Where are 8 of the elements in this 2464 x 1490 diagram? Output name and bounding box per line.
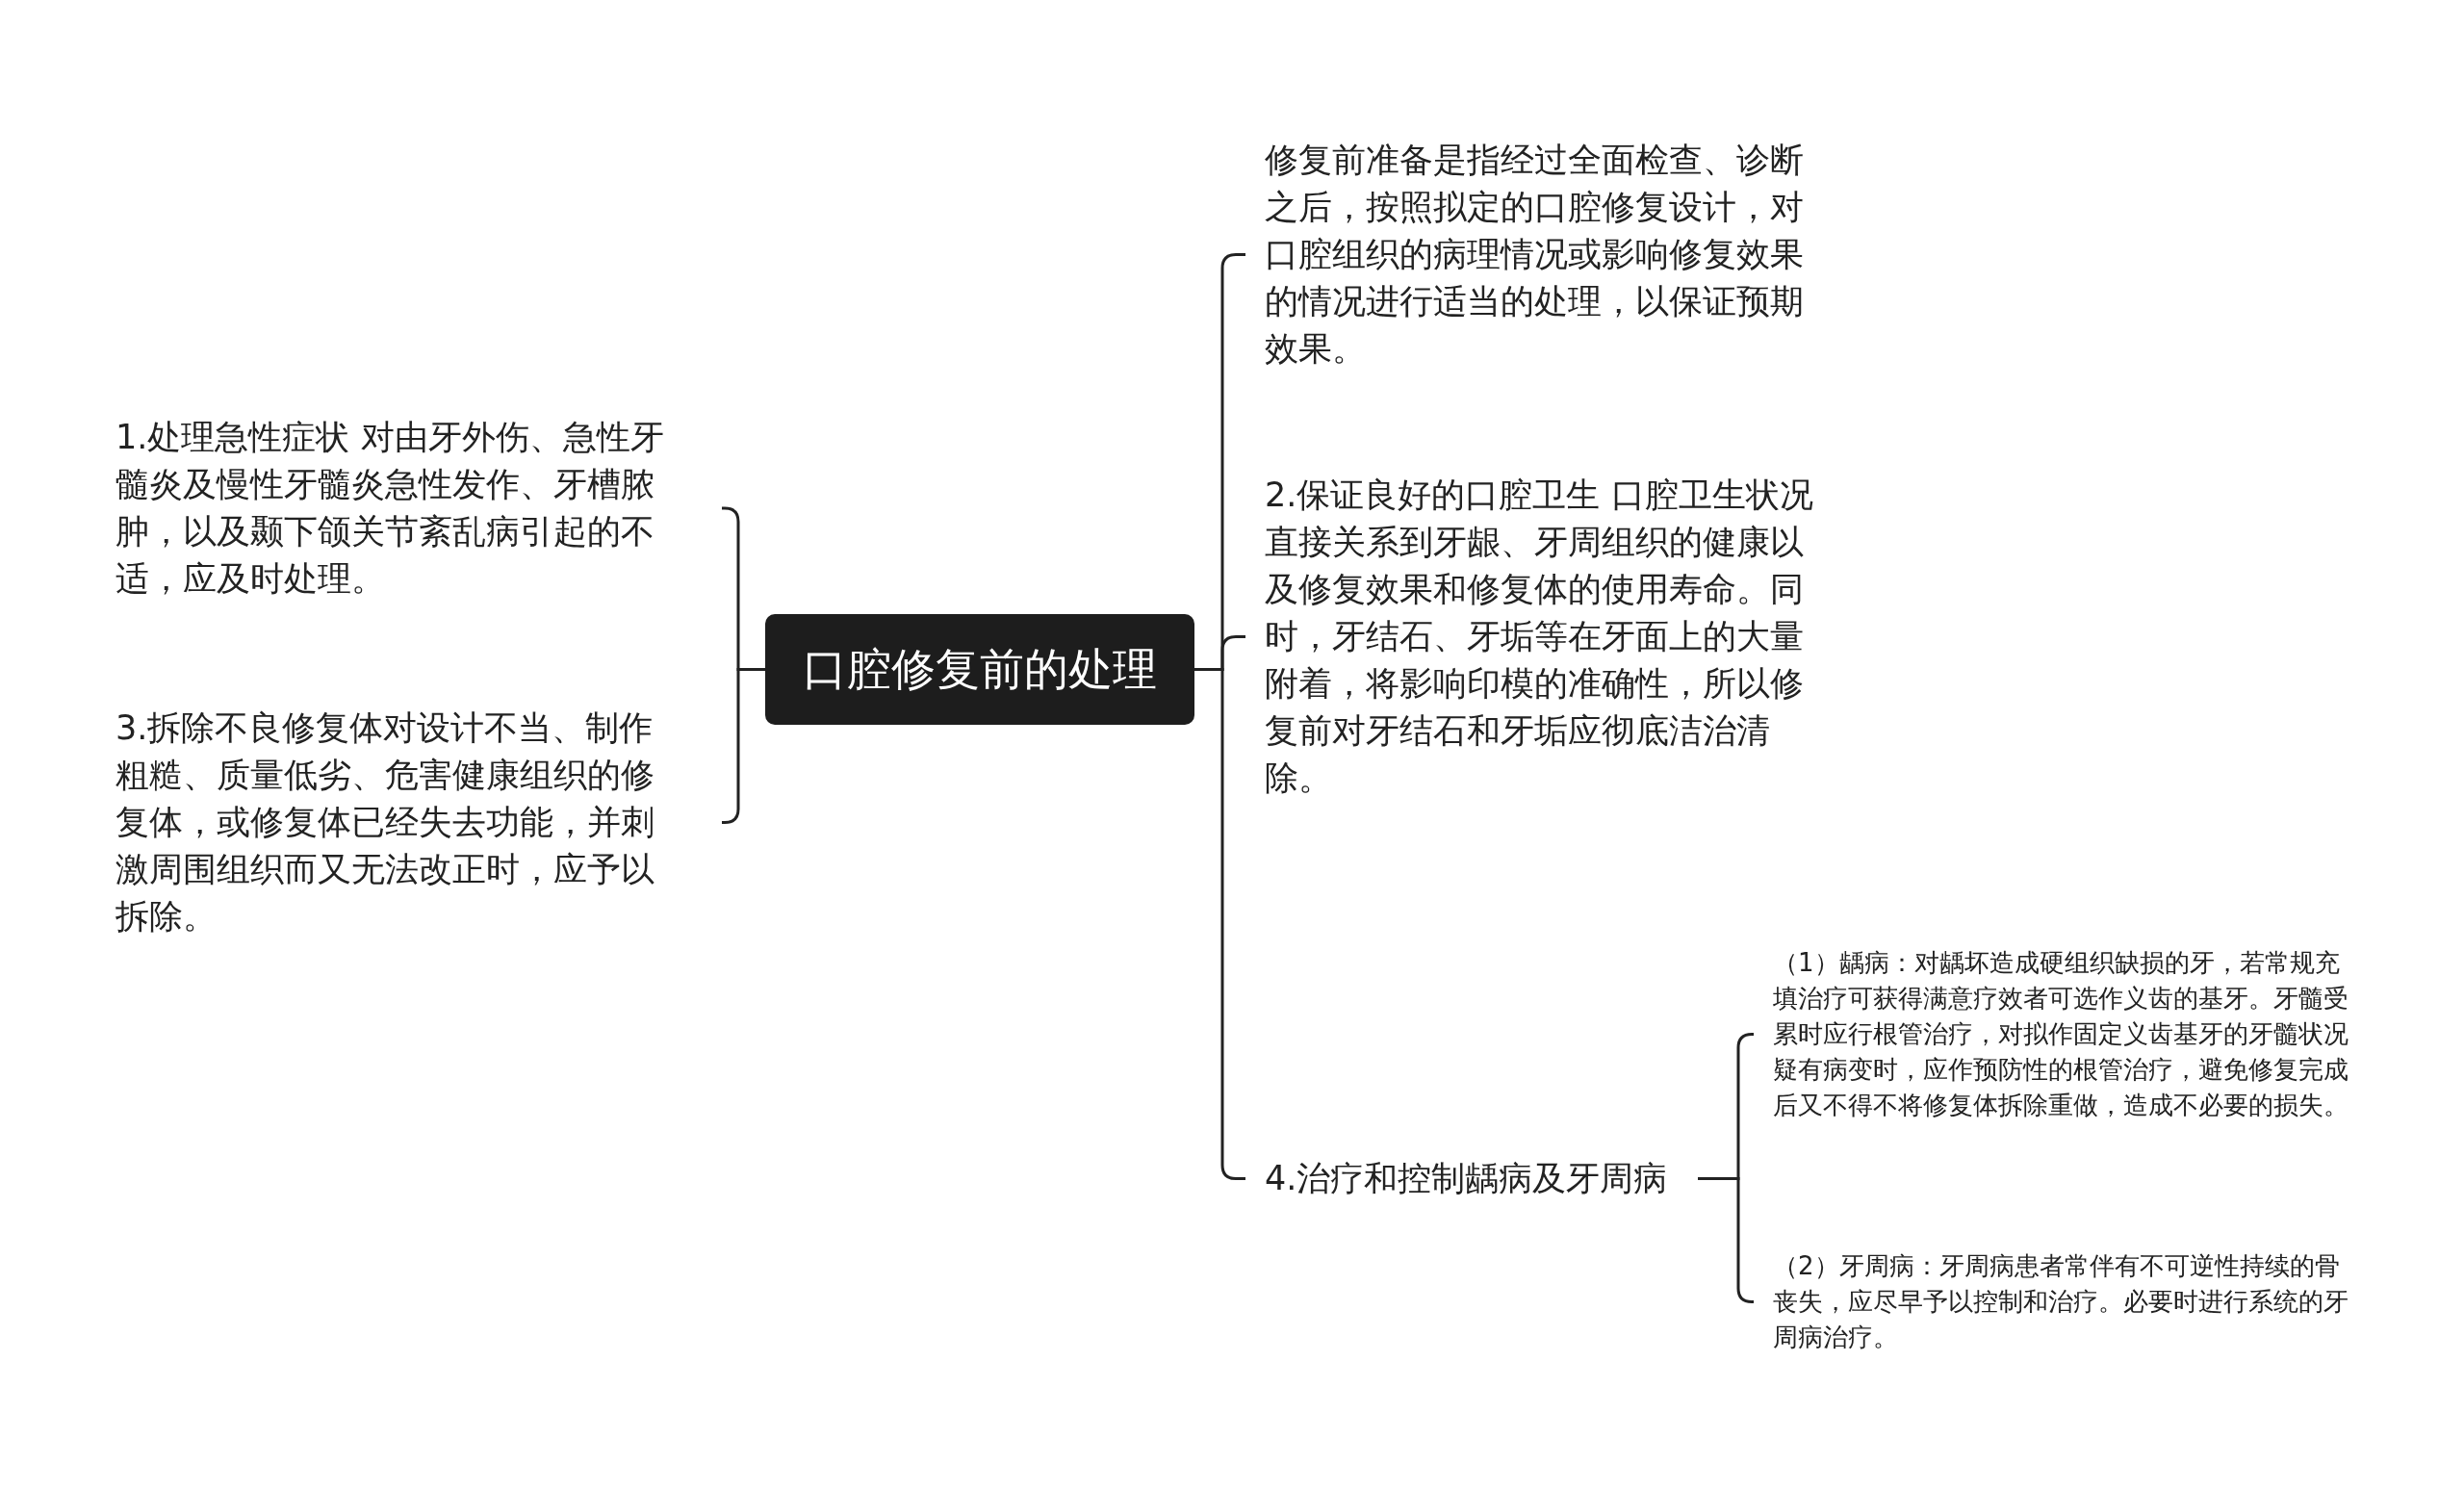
- topic-text: 4.治疗和控制龋病及牙周病: [1245, 1155, 1698, 1202]
- topic-text: 2.保证良好的口腔卫生 口腔卫生状况直接关系到牙龈、牙周组织的健康以及修复效果和修复体的使用寿命。同时，牙结石、牙垢等在牙面上的大量附着，将影响印模的准确性，所以修复前对牙结石和牙垢应彻底洁治清除。: [1245, 472, 1833, 802]
- topic-text: 3.拆除不良修复体对设计不当、制作粗糙、质量低劣、危害健康组织的修复体，或修复体已经失去功能，并刺激周围组织而又无法改正时，应予以拆除。: [116, 705, 722, 940]
- central-topic: 口腔修复前的处理: [765, 614, 1194, 725]
- topic-text: （1）龋病：对龋坏造成硬组织缺损的牙，若常规充填治疗可获得满意疗效者可选作义齿的基牙。牙髓受累时应行根管治疗，对拟作固定义齿基牙的牙髓状况疑有病变时，应作预防性的根管治疗，避免修复完成后又不得不将修复体拆除重做，造成不必要的损失。: [1754, 945, 2350, 1123]
- topic-text: 1.处理急性症状 对由牙外伤、急性牙髓炎及慢性牙髓炎急性发作、牙槽脓肿，以及颞下颌关节紊乱病引起的不适，应及时处理。: [116, 414, 722, 603]
- topic-text: （2）牙周病：牙周病患者常伴有不可逆性持续的骨丧失，应尽早予以控制和治疗。必要时进行系统的牙周病治疗。: [1754, 1248, 2350, 1355]
- topic-text: 修复前准备是指经过全面检查、诊断之后，按照拟定的口腔修复设计，对口腔组织的病理情况或影响修复效果的情况进行适当的处理，以保证预期效果。: [1245, 137, 1823, 372]
